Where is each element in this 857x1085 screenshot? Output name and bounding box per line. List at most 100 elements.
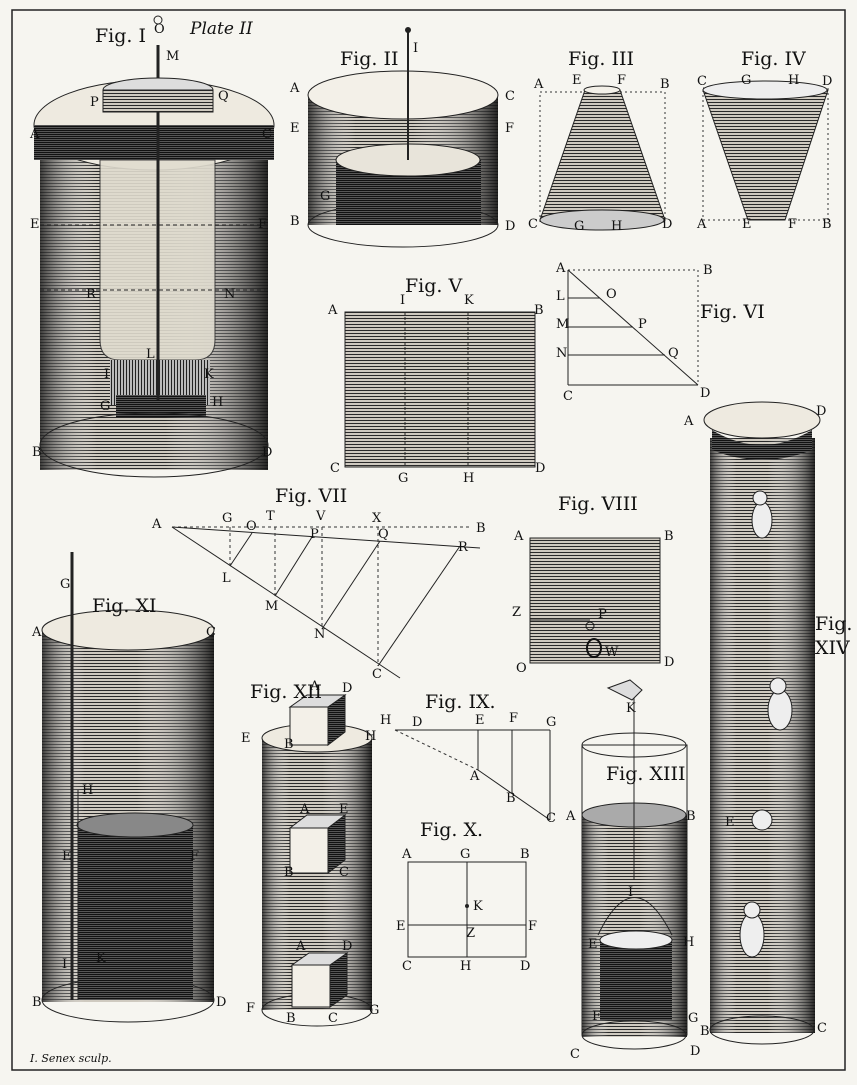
point-label-f7-13: C <box>372 667 382 682</box>
point-label-f3-4: C <box>528 217 538 232</box>
point-label-f12-6: E <box>339 802 349 817</box>
point-label-f9-0: H <box>380 713 391 728</box>
point-label-f7-9: R <box>458 540 469 555</box>
figure-13-suspended-bucket <box>581 679 688 1050</box>
point-label-f13-8: C <box>570 1047 580 1062</box>
point-label-f2-5: G <box>320 189 330 204</box>
figure-1-jar-apparatus <box>33 15 275 478</box>
figure-5-square-vessel <box>344 311 536 468</box>
point-label-f10-6: Z <box>466 926 475 941</box>
point-label-f8-4: O <box>516 661 527 676</box>
point-label-f14-4: C <box>817 1021 827 1036</box>
point-label-f9-5: A <box>469 769 480 784</box>
point-label-f4-5: E <box>742 217 752 232</box>
point-label-f1-4: A <box>29 127 40 142</box>
point-label-f1-0: O <box>154 22 165 37</box>
figure-11-jar-with-tube <box>41 552 215 1023</box>
point-label-f4-2: H <box>788 73 799 88</box>
point-label-f12-8: C <box>339 865 349 880</box>
point-label-f8-0: A <box>513 529 524 544</box>
point-label-f5-2: K <box>464 293 474 308</box>
figure-14-cartesian-diver-tube <box>703 401 821 1045</box>
point-label-f11-4: E <box>62 849 72 864</box>
point-label-f10-5: F <box>528 919 537 934</box>
point-label-f11-9: D <box>216 995 226 1010</box>
point-label-f4-3: D <box>822 74 832 89</box>
point-label-f9-3: F <box>509 711 518 726</box>
point-label-f6-3: O <box>606 287 617 302</box>
point-label-f10-2: B <box>520 847 530 862</box>
point-label-f12-10: D <box>342 939 352 954</box>
point-label-f11-1: A <box>31 625 42 640</box>
point-label-f13-9: D <box>690 1044 700 1059</box>
point-label-f8-1: B <box>664 529 674 544</box>
point-label-f12-12: B <box>286 1011 296 1026</box>
point-label-f1-15: B <box>32 445 42 460</box>
point-label-f6-9: D <box>700 386 710 401</box>
point-label-f12-11: F <box>246 1001 255 1016</box>
point-label-f4-6: F <box>788 217 797 232</box>
point-label-f3-5: G <box>574 219 584 234</box>
point-label-f1-11: I <box>104 367 109 382</box>
point-label-f7-6: X <box>372 511 382 526</box>
point-label-f13-4: E <box>588 937 598 952</box>
point-label-f1-16: D <box>262 445 272 460</box>
point-label-f5-3: B <box>534 303 544 318</box>
point-label-f3-7: D <box>662 217 672 232</box>
point-label-f11-8: B <box>32 995 42 1010</box>
point-label-f7-2: O <box>246 519 257 534</box>
point-label-f1-9: N <box>224 287 235 302</box>
engraver-signature: I. Senex sculp. <box>29 1052 112 1065</box>
figure-title-f9: Fig. IX. <box>425 691 496 713</box>
point-label-f5-4: C <box>330 461 340 476</box>
plate-border <box>11 9 846 1071</box>
point-label-f1-13: G <box>100 399 110 414</box>
point-label-f3-0: A <box>533 77 544 92</box>
figure-8-vessel-with-weight <box>529 537 661 664</box>
point-label-f7-10: L <box>222 571 231 586</box>
point-label-f4-4: A <box>696 217 707 232</box>
point-label-f11-6: I <box>62 957 67 972</box>
point-label-f7-12: N <box>314 627 325 642</box>
point-label-f9-7: C <box>546 811 556 826</box>
point-label-f7-7: Q <box>378 527 389 542</box>
figure-title-f3: Fig. III <box>568 48 634 70</box>
point-label-f14-1: D <box>816 404 826 419</box>
point-label-f13-5: H <box>683 935 694 950</box>
point-label-f1-12: K <box>204 367 214 382</box>
figure-10-rectangle-diagram <box>407 861 527 958</box>
point-label-f4-0: C <box>697 74 707 89</box>
figure-title-f11: Fig. XI <box>92 595 157 617</box>
figure-title-f8: Fig. VIII <box>558 493 638 515</box>
figure-title-f5: Fig. V <box>405 275 463 297</box>
point-label-f7-1: G <box>222 511 232 526</box>
point-label-f3-3: B <box>660 77 670 92</box>
point-label-f10-1: G <box>460 847 470 862</box>
point-label-f12-3: B <box>284 737 294 752</box>
point-label-f12-14: G <box>369 1003 379 1018</box>
point-label-f5-5: G <box>398 471 408 486</box>
point-label-f2-7: D <box>505 219 515 234</box>
figure-title-f7: Fig. VII <box>275 485 347 507</box>
point-label-f12-7: B <box>284 865 294 880</box>
point-label-f6-8: C <box>563 389 573 404</box>
figure-title-f2: Fig. II <box>340 48 399 70</box>
point-label-f9-4: G <box>546 715 556 730</box>
point-label-f1-2: P <box>90 95 99 110</box>
point-label-f9-2: E <box>475 713 485 728</box>
point-label-f2-6: B <box>290 214 300 229</box>
point-label-f12-9: A <box>295 939 306 954</box>
point-label-f5-6: H <box>463 471 474 486</box>
figure-3-cone-upright <box>539 85 666 231</box>
point-label-f3-1: E <box>572 73 582 88</box>
point-label-f7-8: B <box>476 521 486 536</box>
figure-title-f12: Fig. XII <box>250 681 322 703</box>
point-label-f13-1: A <box>565 809 576 824</box>
point-label-f13-6: F <box>592 1009 601 1024</box>
figure-title-f10: Fig. X. <box>420 819 483 841</box>
point-label-f6-2: L <box>556 289 565 304</box>
figure-6-triangle-diagram <box>567 269 699 386</box>
point-label-f1-10: L <box>146 347 155 362</box>
point-label-f11-3: H <box>82 783 93 798</box>
